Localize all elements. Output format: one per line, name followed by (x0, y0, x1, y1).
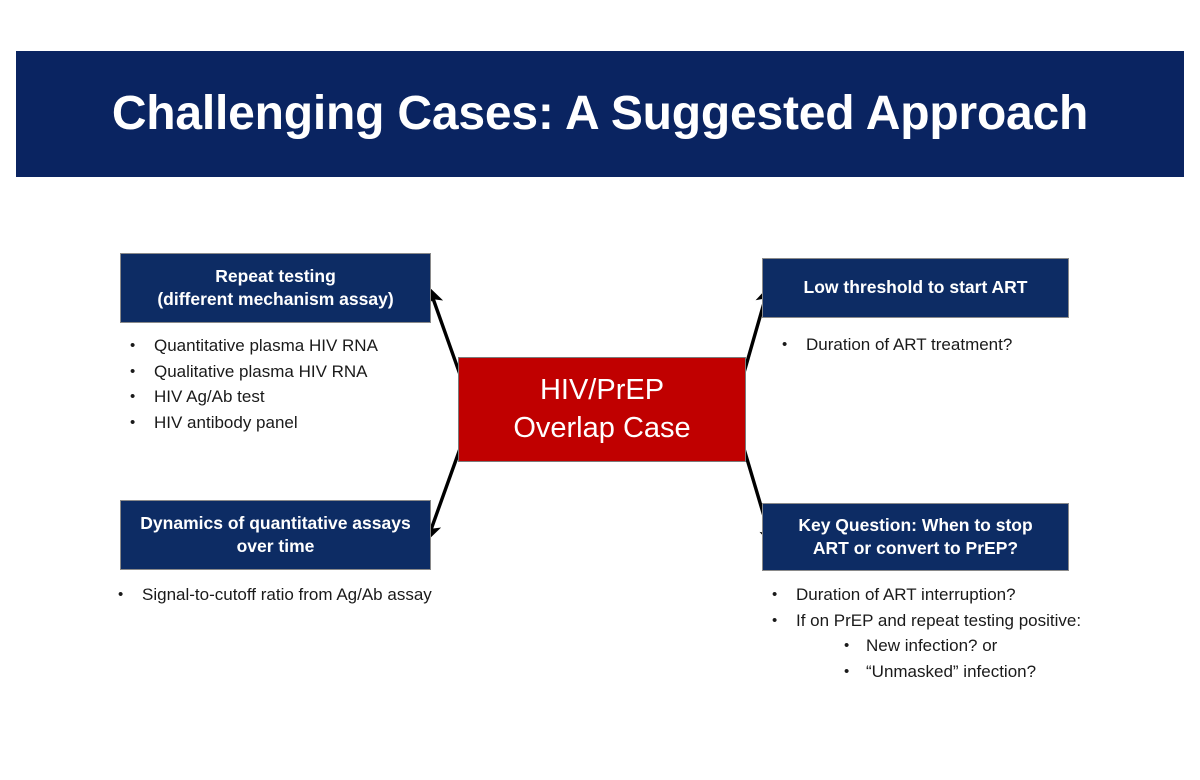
box-repeat-testing[interactable]: Repeat testing (different mechanism assa… (120, 253, 431, 323)
list-item-label: HIV antibody panel (154, 412, 298, 432)
bullet-icon: • (772, 611, 778, 629)
list-item-sub-label: New infection? or (866, 636, 998, 656)
box-repeat-testing-line2: (different mechanism assay) (157, 289, 394, 309)
slide-title-banner: Challenging Cases: A Suggested Approach (16, 51, 1184, 177)
box-dynamics-line2: over time (236, 536, 315, 556)
list-item-label: Duration of ART interruption? (796, 585, 1016, 604)
list-item: • Duration of ART interruption? (772, 583, 1192, 608)
bullet-list-low-threshold: • Duration of ART treatment? (782, 333, 1112, 359)
box-center-hiv-prep-overlap-case[interactable]: HIV/PrEP Overlap Case (458, 357, 746, 462)
bullet-icon: • (844, 637, 850, 655)
list-item-sub: • New infection? or (844, 634, 1192, 659)
bullet-icon: • (844, 662, 850, 680)
bullet-icon: • (130, 388, 136, 406)
list-item: • Duration of ART treatment? (782, 333, 1112, 358)
list-item: • Quantitative plasma HIV RNA (130, 334, 450, 359)
box-center-text: HIV/PrEP Overlap Case (513, 372, 690, 447)
list-item-label: If on PrEP and repeat testing positive: (796, 610, 1082, 630)
list-item-sub: • “Unmasked” infection? (844, 660, 1192, 685)
list-item-label: Qualitative plasma HIV RNA (154, 361, 368, 381)
bullet-icon: • (130, 362, 136, 380)
box-repeat-testing-line1: Repeat testing (215, 265, 336, 286)
box-dynamics-text: Dynamics of quantitative assays over tim… (140, 512, 410, 558)
box-center-line2: Overlap Case (513, 411, 691, 444)
list-item: • Qualitative plasma HIV RNA (130, 360, 450, 385)
bullet-icon: • (118, 586, 124, 603)
list-item: • HIV antibody panel (130, 411, 450, 436)
box-repeat-testing-text: Repeat testing (different mechanism assa… (157, 265, 393, 311)
bullet-list-repeat-testing: • Quantitative plasma HIV RNA • Qualitat… (130, 334, 450, 437)
page-title: Challenging Cases: A Suggested Approach (111, 86, 1089, 140)
list-item: • Signal-to-cutoff ratio from Ag/Ab assa… (118, 583, 438, 608)
box-key-question[interactable]: Key Question: When to stop ART or conver… (762, 503, 1069, 571)
bullet-icon: • (130, 337, 136, 354)
box-low-threshold-start-art[interactable]: Low threshold to start ART (762, 258, 1069, 318)
box-dynamics-quantitative-assays[interactable]: Dynamics of quantitative assays over tim… (120, 500, 431, 570)
list-item-sub-label: “Unmasked” infection? (866, 661, 1037, 681)
bullet-icon: • (772, 586, 778, 603)
bullet-list-dynamics: • Signal-to-cutoff ratio from Ag/Ab assa… (118, 583, 438, 609)
box-center-line1: HIV/PrEP (539, 373, 665, 406)
list-item-label: Signal-to-cutoff ratio from Ag/Ab assay (142, 585, 432, 604)
bullet-icon: • (782, 336, 788, 353)
box-low-threshold-text: Low threshold to start ART (804, 276, 1028, 299)
list-item-label: Duration of ART treatment? (806, 335, 1013, 354)
list-item: • If on PrEP and repeat testing positive… (772, 609, 1192, 634)
box-dynamics-line1: Dynamics of quantitative assays (140, 512, 411, 533)
box-key-question-text: Key Question: When to stop ART or conver… (798, 514, 1032, 560)
box-key-question-line1: Key Question: When to stop (798, 514, 1033, 535)
list-item: • HIV Ag/Ab test (130, 385, 450, 410)
box-low-threshold-line1: Low threshold to start ART (803, 277, 1028, 298)
box-key-question-line2: ART or convert to PrEP? (812, 538, 1019, 558)
bullet-list-key-question: • Duration of ART interruption? • If on … (772, 583, 1192, 686)
bullet-icon: • (130, 413, 136, 431)
list-item-label: HIV Ag/Ab test (154, 387, 265, 407)
list-item-label: Quantitative plasma HIV RNA (154, 336, 378, 355)
